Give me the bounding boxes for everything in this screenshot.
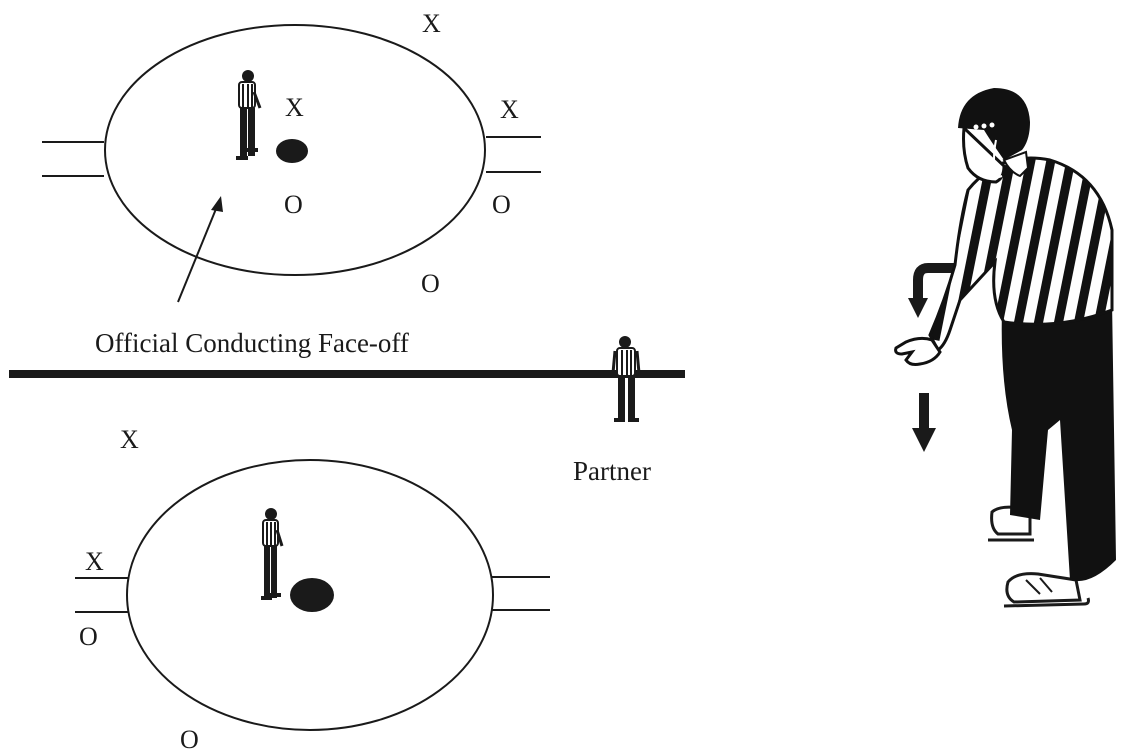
top-puck: [276, 139, 308, 163]
top-faceoff-circle: [104, 24, 486, 276]
bottom-x-above: X: [120, 425, 139, 454]
top-x-center: X: [285, 93, 304, 122]
bottom-o-bottom: O: [180, 725, 199, 751]
bottom-official-figure: [261, 508, 284, 600]
center-line: [9, 370, 685, 378]
referee-hand: [894, 336, 942, 366]
bottom-x-left: X: [85, 547, 104, 576]
front-skate: [1005, 572, 1082, 604]
partner-figure: [611, 336, 641, 422]
top-faceoff-area: X X X O O O: [42, 9, 541, 303]
official-label: Official Conducting Face-off: [95, 328, 409, 358]
official-pointer-arrowhead: [211, 196, 223, 212]
bottom-faceoff-circle: [126, 459, 494, 731]
bottom-faceoff-area: X X O O: [75, 425, 550, 751]
referee-trousers: [1001, 300, 1116, 582]
top-o-bottom: O: [421, 269, 440, 298]
center-line-area: Partner: [9, 336, 685, 486]
partner-label: Partner: [573, 456, 651, 486]
official-pointer-arrow: [177, 203, 219, 303]
top-x-right: X: [500, 95, 519, 124]
curved-arrow-icon: [913, 263, 956, 300]
top-o-right: O: [492, 190, 511, 219]
referee-signal-illustration: [894, 88, 1116, 608]
bottom-puck: [290, 578, 334, 612]
referee-neck: [1002, 150, 1030, 178]
top-x-outside: X: [422, 9, 441, 38]
top-official-figure: [236, 70, 262, 160]
bottom-o-left: O: [79, 622, 98, 651]
down-arrow-icon: [919, 393, 929, 429]
top-o-center: O: [284, 190, 303, 219]
